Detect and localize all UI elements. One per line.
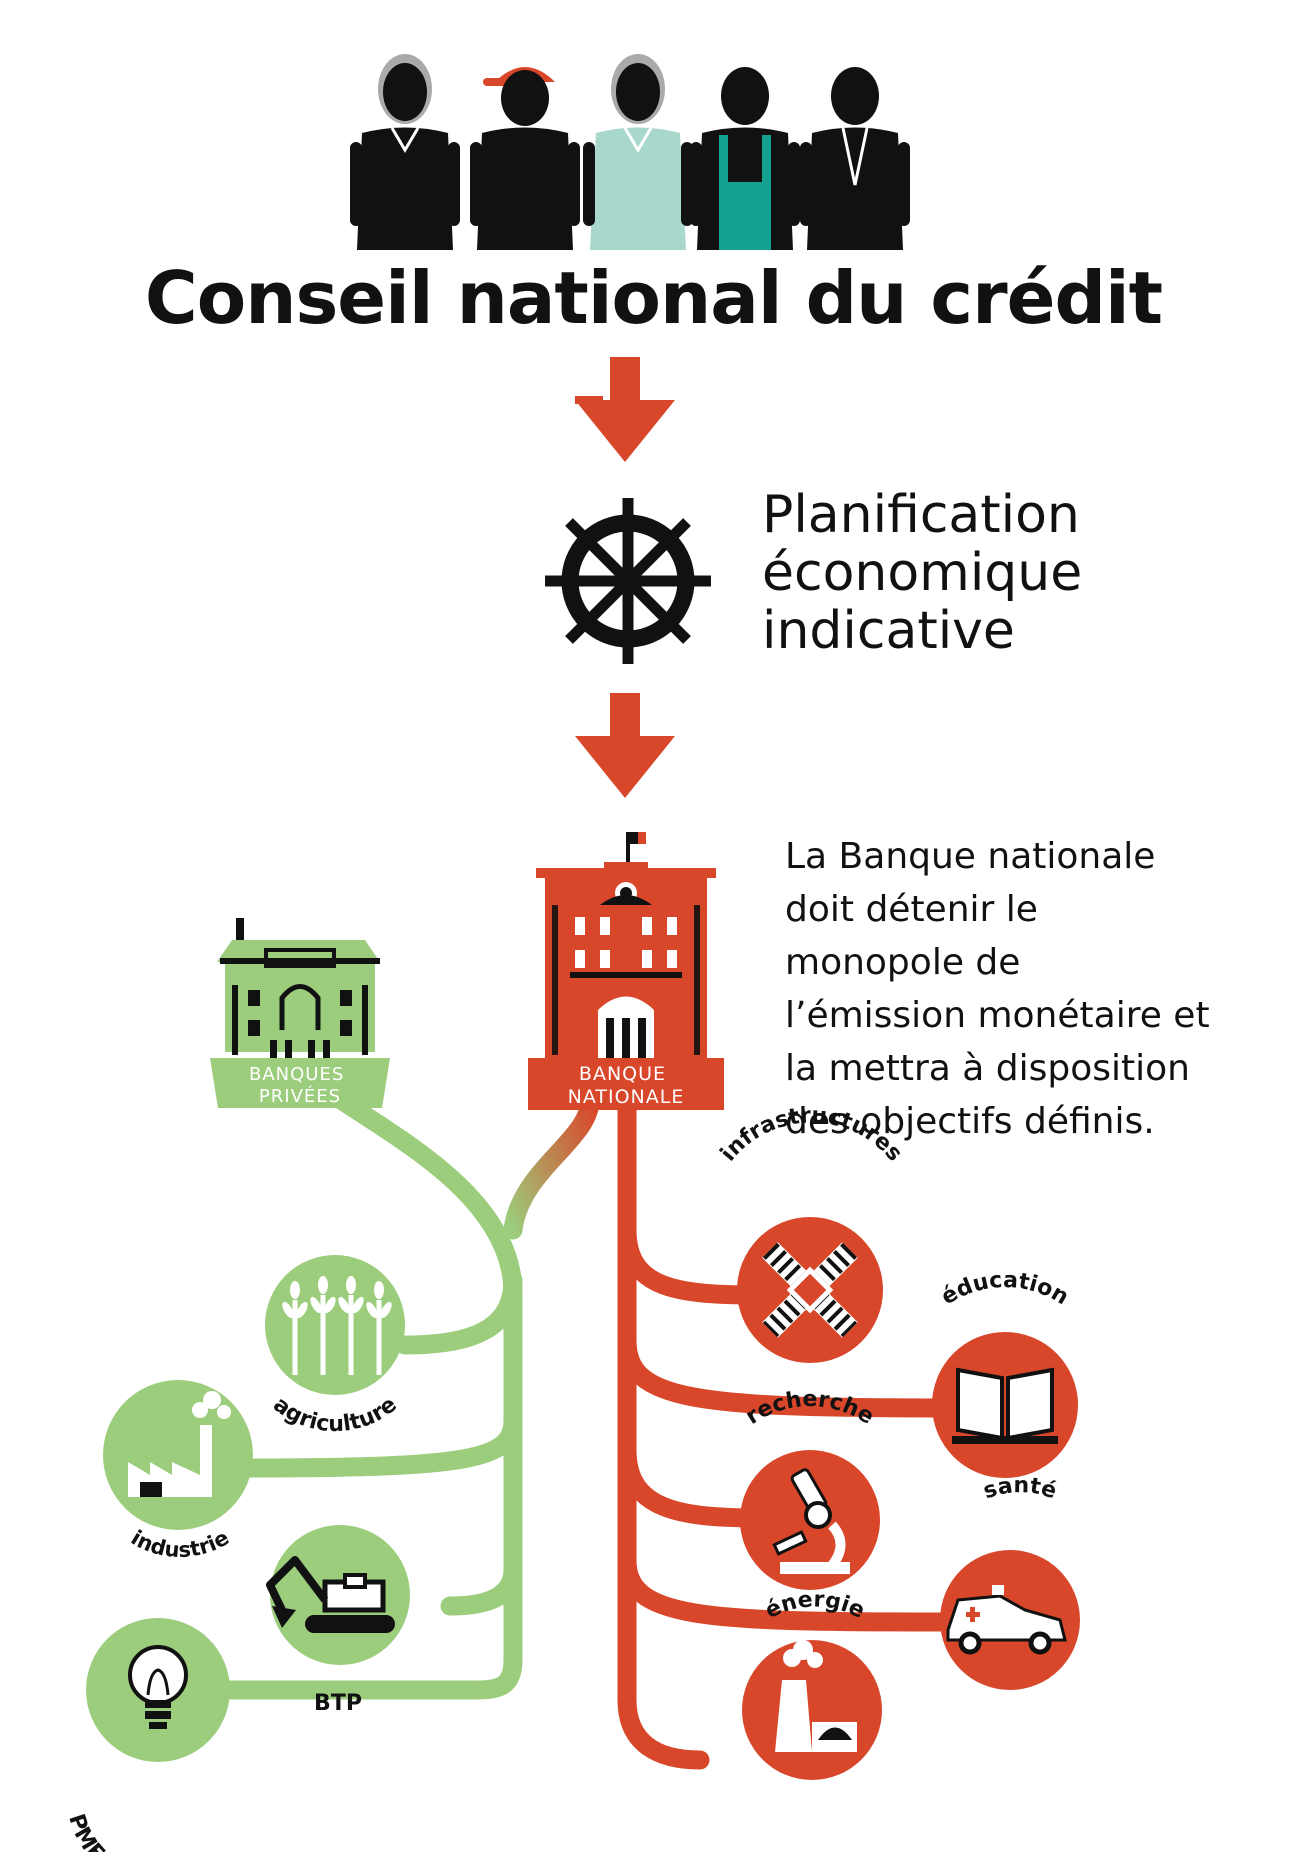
worker-icon [470,67,580,250]
green-branch-lines [220,1074,523,1700]
btp-label: BTP [314,1691,362,1716]
btp-circle [266,1525,410,1665]
planification-line: économique [762,543,1083,603]
power-plant-icon [775,1640,857,1752]
wheat-icon [292,1295,382,1375]
farmer-icon [690,67,800,250]
woman-icon [350,54,460,250]
pme-circle [86,1618,230,1762]
infrastructures-circle [737,1217,883,1363]
recherche-circle [740,1450,880,1590]
note-line: la mettra à disposition [785,1048,1190,1089]
book-icon [952,1367,1058,1444]
ship-wheel-icon [545,498,711,664]
businessman-icon [800,67,910,250]
note-line: l’émission monétaire et [785,995,1210,1036]
planification-text: Planification économique indicative [762,486,1082,660]
private-banks-label: BANQUES PRIVÉES [249,1064,351,1107]
people-group-icon [350,54,910,250]
railway-crossing-icon [762,1242,858,1338]
light-bulb-icon [128,1645,188,1729]
recherche-label: recherche [741,1387,878,1430]
agriculture-label: agriculture [268,1392,401,1437]
note-line: doit détenir le [785,889,1038,930]
arrow-down-icon [575,357,675,462]
arrow-down-icon [575,693,675,798]
industrie-label: industrie [127,1525,233,1562]
sante-circle [940,1550,1080,1690]
gradient-connector [503,1090,600,1240]
planification-line: indicative [762,601,1015,661]
national-bank-building-icon [528,832,724,1110]
page-title: Conseil national du crédit [144,256,1163,340]
ambulance-icon [946,1585,1067,1655]
energie-circle [742,1640,882,1780]
microscope-icon [772,1468,850,1574]
banque-nationale-note: La Banque nationale doit détenir le mono… [785,830,1210,1148]
pme-label: PME innovantes [63,1811,230,1852]
national-bank-label: BANQUE NATIONALE [568,1063,685,1108]
industrie-circle [103,1380,253,1530]
excavator-icon [266,1556,395,1633]
agriculture-circle [265,1255,405,1395]
factory-icon [128,1391,231,1497]
note-line: des objectifs définis. [785,1101,1155,1142]
note-line: La Banque nationale [785,836,1156,877]
note-line: monopole de [785,942,1021,983]
education-circle [932,1332,1078,1478]
education-label: éducation [937,1268,1073,1310]
sante-label: santé [980,1473,1059,1504]
private-banks-building-icon [210,918,390,1108]
planification-line: Planification [762,485,1080,545]
orange-branch-lines [617,1090,960,1770]
nurse-icon [583,54,693,250]
